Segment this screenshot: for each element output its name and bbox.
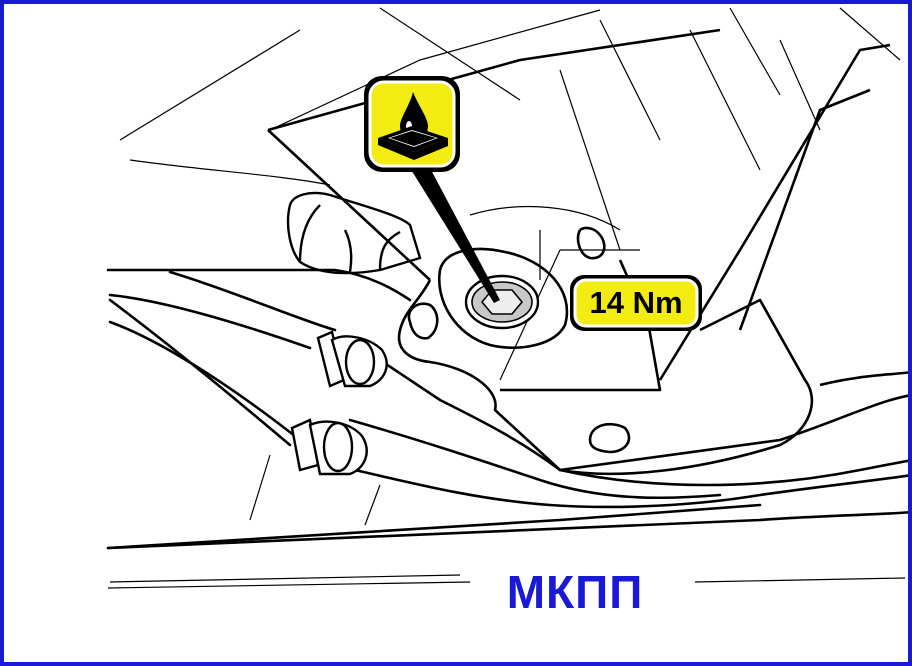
pipe-fitting-upper: [316, 330, 388, 388]
breather-cap: [286, 191, 422, 275]
oil-drip-sealant-icon: [364, 76, 460, 172]
callout-leader: [410, 168, 500, 303]
pipe-fitting-lower: [290, 418, 368, 476]
torque-callout-box: [570, 275, 702, 331]
lower-detail-lines: [107, 454, 906, 589]
drain-bolt-head: [464, 274, 540, 330]
pipe-lines: [106, 268, 912, 550]
drain-bolt-boss: [437, 247, 569, 349]
transmission-caption: МКПП: [506, 566, 644, 618]
torque-spec-label: 14 Nm: [589, 285, 683, 320]
transmission-housing: [267, 28, 912, 476]
